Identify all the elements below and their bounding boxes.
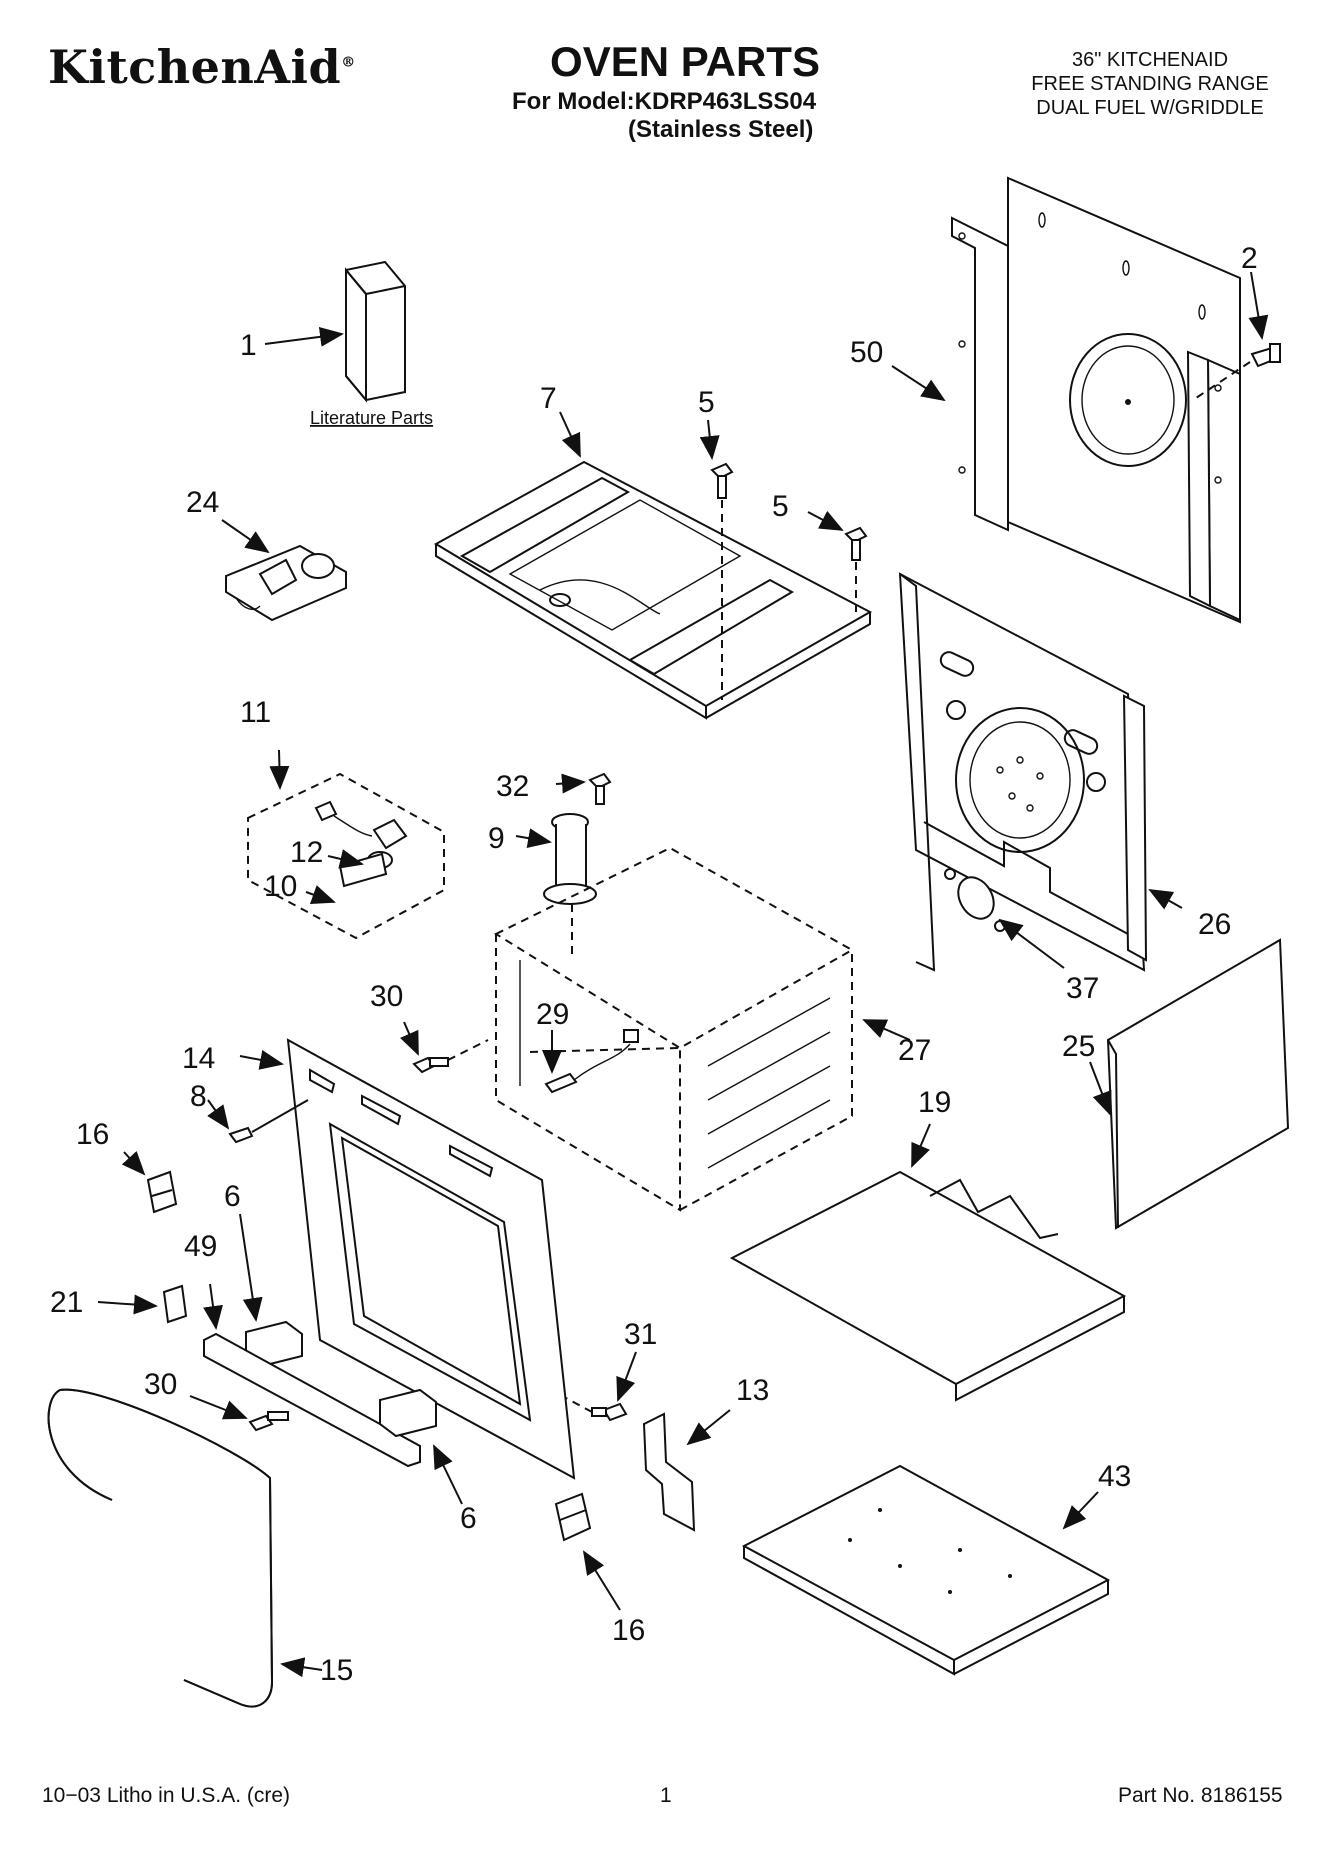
callout-32: 32 <box>496 770 529 803</box>
part-screws-5 <box>699 419 868 700</box>
callout-10: 10 <box>264 870 297 903</box>
registered-mark: ® <box>341 54 356 71</box>
callout-7: 7 <box>540 382 557 415</box>
callout-13: 13 <box>736 1374 769 1407</box>
callout-5-upper: 5 <box>698 386 715 419</box>
callout-27: 27 <box>898 1034 931 1067</box>
callout-6-lower: 6 <box>460 1502 477 1535</box>
part-screw-30-lower <box>189 1395 289 1432</box>
callout-24: 24 <box>186 486 219 519</box>
callout-11: 11 <box>240 696 271 729</box>
part-clip <box>97 1284 188 1324</box>
callout-29: 29 <box>536 998 569 1031</box>
callout-50: 50 <box>850 336 883 369</box>
part-front-frame <box>207 1038 576 1480</box>
description-line-2: FREE STANDING RANGE <box>1031 73 1269 95</box>
part-screw-31 <box>565 1351 637 1422</box>
part-bottom-pan <box>741 1464 1111 1676</box>
callout-21: 21 <box>50 1286 83 1319</box>
callout-9: 9 <box>488 822 505 855</box>
description-line-1: 36" KITCHENAID <box>1071 49 1229 71</box>
part-side-panel <box>1089 938 1290 1230</box>
finish-line: (Stainless Steel) <box>628 116 814 143</box>
part-door-gasket <box>47 1388 323 1708</box>
page-title: OVEN PARTS <box>550 38 820 85</box>
part-wire-harness <box>542 1029 639 1094</box>
part-heat-shield <box>729 1123 1127 1402</box>
part-bracket-16 <box>121 1150 621 1611</box>
callout-5-lower: 5 <box>772 490 789 523</box>
part-sensor <box>944 868 1065 969</box>
part-light-kit <box>247 749 445 940</box>
footer-page-number: 1 <box>660 1784 672 1807</box>
callout-25: 25 <box>1062 1030 1095 1063</box>
callout-2: 2 <box>1241 242 1258 275</box>
callout-30-lower: 30 <box>144 1368 177 1401</box>
callout-16-left: 16 <box>76 1118 109 1151</box>
part-literature: Literature Parts <box>264 260 433 428</box>
part-rear-panel <box>891 176 1281 624</box>
callout-15: 15 <box>320 1654 353 1687</box>
callout-16-bottom: 16 <box>612 1614 645 1647</box>
part-insulation-blocks <box>203 1213 463 1505</box>
callout-31: 31 <box>624 1318 657 1351</box>
product-description: 36" KITCHENAID FREE STANDING RANGE DUAL … <box>990 48 1310 120</box>
callout-8: 8 <box>190 1080 207 1113</box>
part-oven-cavity <box>493 846 911 1212</box>
callout-37: 37 <box>1066 972 1099 1005</box>
description-line-3: DUAL FUEL W/GRIDDLE <box>1036 97 1264 119</box>
callout-49: 49 <box>184 1230 217 1263</box>
footer-part-number: Part No. 8186155 <box>1118 1784 1283 1807</box>
footer-litho: 10−03 Litho in U.S.A. (cre) <box>42 1784 291 1807</box>
literature-parts-label: Literature Parts <box>310 408 433 428</box>
callout-14: 14 <box>182 1042 215 1075</box>
part-screw-30-upper <box>400 1021 489 1074</box>
callout-43: 43 <box>1098 1460 1131 1493</box>
callout-19: 19 <box>918 1086 951 1119</box>
part-oven-back <box>898 572 1183 972</box>
part-oven-top-frame <box>433 411 873 720</box>
part-vent-tube <box>515 772 612 960</box>
callout-12: 12 <box>290 836 323 869</box>
part-bracket-13 <box>642 1409 731 1532</box>
brand-name: KitchenAid <box>48 40 342 94</box>
part-switch <box>221 519 347 622</box>
callout-1: 1 <box>240 329 257 362</box>
callout-30-upper: 30 <box>370 980 403 1013</box>
callout-6-upper: 6 <box>224 1180 241 1213</box>
brand-logo: KitchenAid® <box>48 40 356 94</box>
callout-26: 26 <box>1198 908 1231 941</box>
model-line: For Model:KDRP463LSS04 <box>512 88 817 115</box>
